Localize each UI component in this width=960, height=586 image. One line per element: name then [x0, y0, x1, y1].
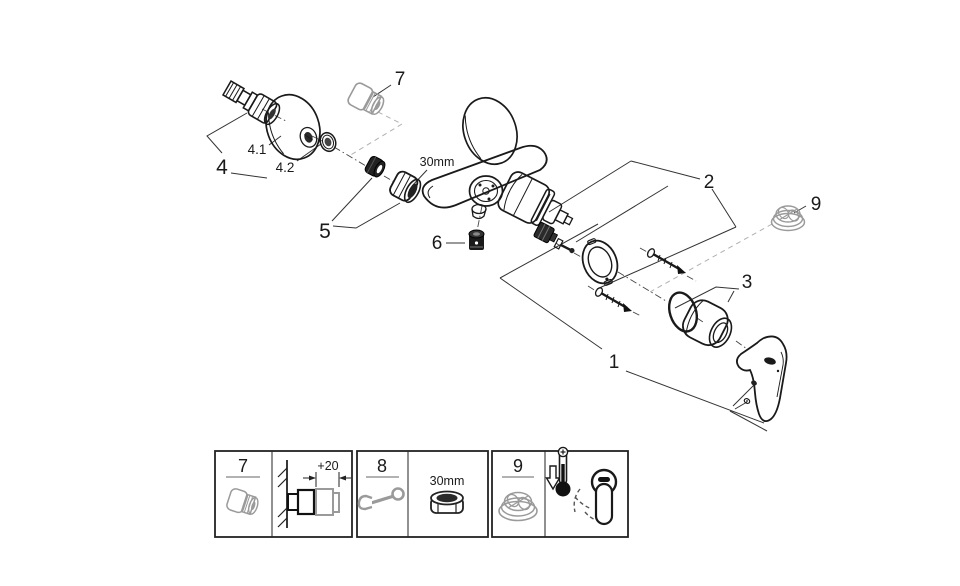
- leader-line-30mm: [411, 169, 428, 187]
- legend-num-7: 7: [238, 456, 248, 476]
- limit-cap-icon: [498, 491, 538, 522]
- mixer-body-part: [421, 144, 548, 220]
- adapter-block-part: [533, 221, 559, 244]
- long-screw-upper-part: [646, 248, 686, 274]
- cartridge-part: [497, 171, 574, 226]
- lever-handle-part: [736, 335, 788, 423]
- legend-num-9: 9: [513, 456, 523, 476]
- callout-4: 4: [216, 156, 228, 179]
- escutcheon-rosette-part: [265, 93, 321, 161]
- legend-num-8: 8: [377, 456, 387, 476]
- limit-cap-part: [770, 205, 806, 232]
- leader-line-7: [348, 84, 403, 157]
- filter-insert-part: [364, 155, 386, 178]
- legend-size-30mm: 30mm: [430, 474, 465, 488]
- legend-dim-plus20: +20: [317, 459, 338, 473]
- bracket-lines-group-1: [499, 223, 768, 432]
- callout-9: 9: [811, 194, 822, 215]
- check-valve-part: [468, 229, 485, 250]
- bracket-lines-group-3: [674, 286, 740, 309]
- handle-turn-icon: [573, 468, 618, 526]
- callout-2: 2: [704, 172, 715, 193]
- legend-box-7: 7 +20: [214, 450, 353, 538]
- nut-30mm-icon: 30mm: [430, 474, 465, 514]
- extension-adapter-part: [347, 82, 385, 116]
- bracket-lines-group-2: [548, 160, 737, 290]
- washer-part: [319, 131, 337, 153]
- callout-3: 3: [742, 272, 753, 293]
- extension-adapter-icon: [226, 488, 259, 516]
- assembly-axis: [261, 108, 748, 350]
- leader-line-9: [649, 205, 807, 293]
- callout-7: 7: [395, 69, 406, 90]
- wall-install-icon: +20: [277, 459, 351, 528]
- long-screw-lower-part: [594, 287, 632, 312]
- small-screw-part: [553, 237, 575, 254]
- nut-size-label: 30mm: [420, 155, 455, 169]
- callout-4-1: 4.1: [248, 142, 267, 157]
- wrench-icon: [357, 487, 405, 511]
- bracket-lines-group-5: [331, 177, 401, 229]
- retaining-ring-part: [581, 238, 619, 286]
- legend-box-8: 8 30mm: [356, 450, 489, 538]
- callout-5: 5: [319, 220, 331, 243]
- union-nut-part: [389, 170, 422, 204]
- legend-box-9: 9: [491, 446, 629, 538]
- s-union-part: [221, 80, 281, 126]
- callout-6: 6: [432, 233, 443, 254]
- temperature-adjust-icon: [545, 446, 571, 497]
- o-ring-part: [667, 291, 699, 333]
- callout-4-2: 4.2: [276, 160, 295, 175]
- callout-1: 1: [609, 352, 620, 373]
- dome-cap-part: [682, 299, 733, 348]
- body-escutcheon-part: [462, 96, 518, 166]
